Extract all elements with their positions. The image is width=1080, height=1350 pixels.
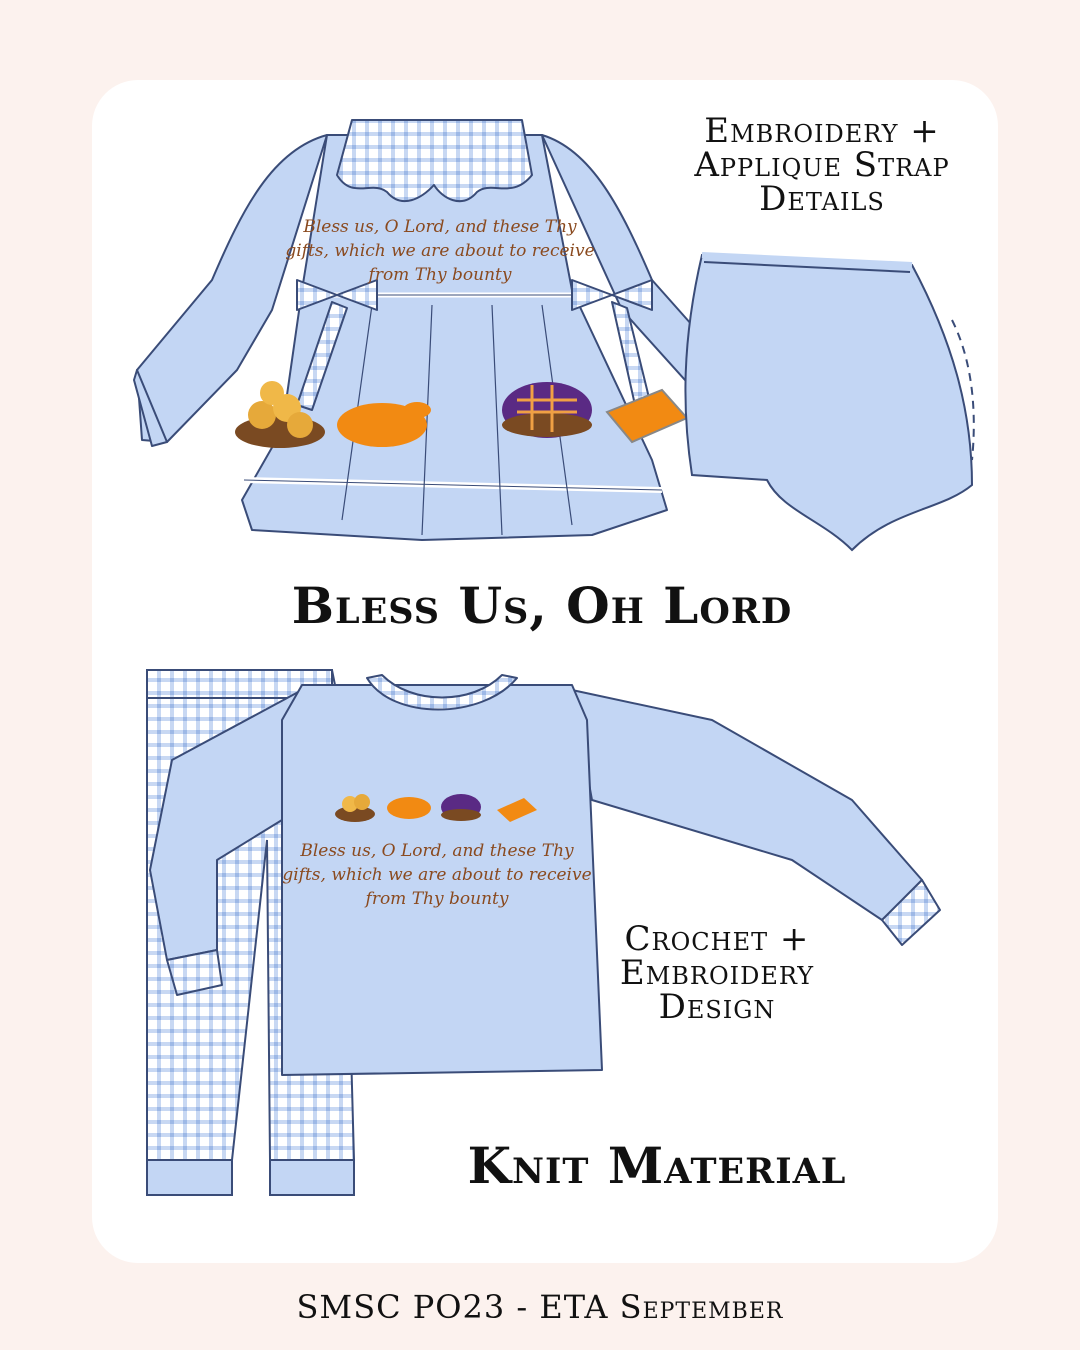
shirt-food-appliques [335,794,537,822]
dress-embroidery-line-3: from Thy bounty [367,265,512,285]
footer-po-text: SMSC PO23 - ETA September [296,1288,784,1326]
rolls-applique [235,381,325,448]
dress-title: Bless Us, Oh Lord [291,576,793,635]
set-title: Knit Material [467,1136,847,1195]
set-detail-note: Crochet + Embroidery Design [572,922,862,1024]
dress-detail-note: Embroidery + Applique Strap Details [652,114,992,216]
set-note-line-1: Crochet + [624,919,810,959]
dress-embroidery-line-2: gifts, which we are about to receive [285,241,594,261]
set-note-line-3: Design [658,987,776,1027]
garment-illustration: Bless us, O Lord, and these Thy gifts, w… [133,119,975,1196]
turkey-applique [337,402,431,447]
product-card: Bless us, O Lord, and these Thy gifts, w… [92,80,998,1263]
dress-embroidery-line-1: Bless us, O Lord, and these Thy [302,217,577,237]
shirt-embroidery-line-2: gifts, which we are about to receive [282,865,591,885]
bloomers-illustration [684,252,975,552]
dress-note-line-3: Details [759,179,885,219]
shirt-embroidery-line-1: Bless us, O Lord, and these Thy [299,841,574,861]
shirt-illustration [149,674,941,1076]
set-note-line-2: Embroidery [619,953,815,993]
pie-applique [502,382,592,438]
dress-note-line-2: Applique Strap [694,145,950,185]
dress-note-line-1: Embroidery + [704,111,940,151]
shirt-embroidery-line-3: from Thy bounty [364,889,509,909]
